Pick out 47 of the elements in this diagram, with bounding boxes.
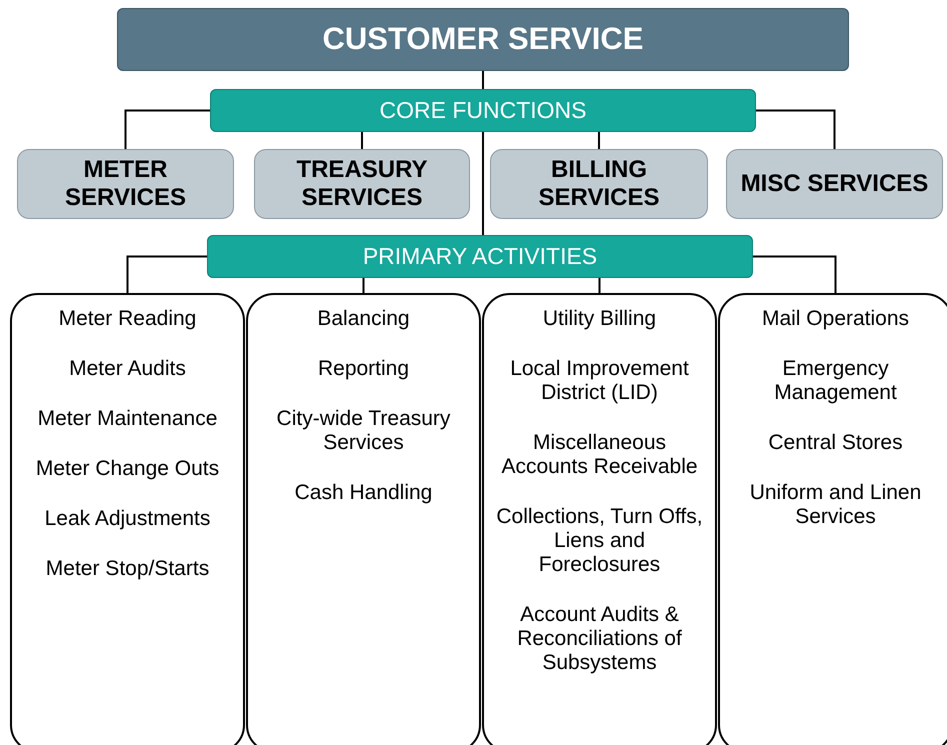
service-box: [490, 149, 708, 219]
activity-text: Local Improvement District (LID): [509, 357, 690, 405]
connector-line: [482, 132, 484, 235]
service-box: [254, 149, 470, 219]
activity-text: Account Audits & Reconciliations of Subsystems: [516, 603, 683, 675]
connector-line: [598, 278, 600, 293]
service-label: TREASURY SERVICES: [295, 156, 429, 212]
activity-text: Meter Change Outs: [36, 457, 220, 481]
activity-text: Utility Billing: [542, 307, 656, 331]
band-text: PRIMARY ACTIVITIES: [362, 242, 598, 272]
connector-line: [124, 110, 210, 149]
connector-line: [482, 71, 484, 89]
activity-text: Miscellaneous Accounts Receivable: [500, 431, 699, 479]
service-label: METER SERVICES: [64, 156, 187, 212]
band-text: CORE FUNCTIONS: [380, 96, 586, 126]
connector-line: [126, 256, 207, 293]
service-box: [17, 149, 234, 219]
activity-text: Collections, Turn Offs, Liens and Foreclosures: [495, 505, 704, 577]
connector-line: [756, 110, 836, 149]
service-label: MISC SERVICES: [740, 170, 928, 198]
connector-line: [361, 132, 363, 149]
activity-text: Meter Maintenance: [38, 407, 218, 431]
section-band: [210, 89, 756, 132]
title-box: [117, 8, 849, 71]
activity-column: [482, 293, 717, 745]
activity-text: Central Stores: [768, 431, 903, 455]
activity-text: Mail Operations: [762, 307, 910, 331]
service-label: BILLING SERVICES: [538, 156, 660, 212]
title-text: CUSTOMER SERVICE: [322, 20, 644, 58]
service-box: [726, 149, 943, 219]
activity-text: Meter Audits: [69, 357, 186, 381]
activity-text: Cash Handling: [294, 481, 432, 505]
activity-column: [10, 293, 245, 745]
activity-text: Emergency Management: [773, 357, 898, 405]
activity-text: Meter Stop/Starts: [46, 557, 210, 581]
activity-column: [718, 293, 947, 745]
connector-line: [362, 278, 364, 293]
activity-text: City-wide Treasury Services: [276, 407, 452, 455]
activity-text: Uniform and Linen Services: [748, 481, 922, 529]
activity-text: Meter Reading: [58, 307, 196, 331]
connector-line: [598, 132, 600, 149]
connector-line: [753, 256, 836, 293]
activity-text: Reporting: [318, 357, 410, 381]
activity-text: Leak Adjustments: [44, 507, 210, 531]
section-band: [207, 235, 753, 278]
activity-text: Balancing: [317, 307, 410, 331]
activity-column: [246, 293, 481, 745]
